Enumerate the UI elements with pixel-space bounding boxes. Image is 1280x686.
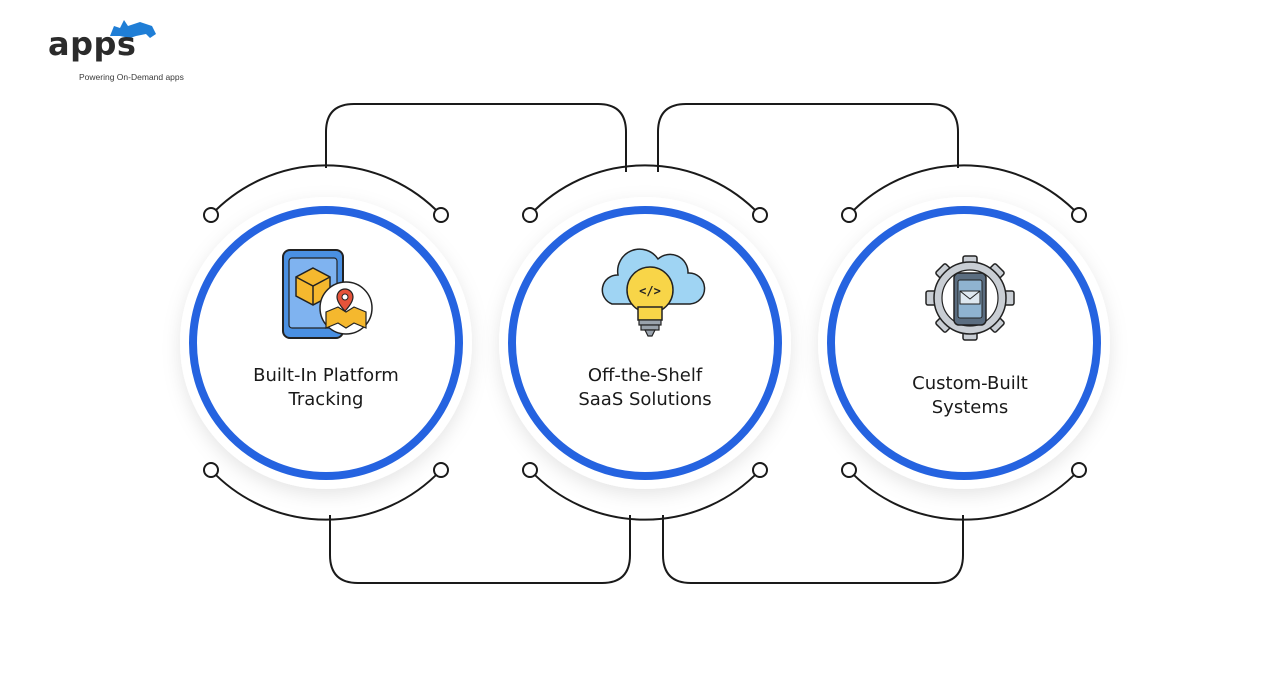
node-label-built-in-tracking: Built-In Platform Tracking bbox=[226, 364, 426, 412]
arc-bottom bbox=[848, 469, 1080, 521]
node-label-line2: Systems bbox=[931, 397, 1009, 418]
connector-dot bbox=[433, 207, 449, 223]
node-ring bbox=[189, 206, 463, 480]
connector-dot bbox=[841, 207, 857, 223]
connector-dot bbox=[1071, 462, 1087, 478]
phone-package-location-icon bbox=[282, 249, 373, 339]
node-custom-built bbox=[818, 164, 1110, 521]
node-built-in-tracking bbox=[180, 164, 472, 521]
cloud-lightbulb-code-icon: </> bbox=[601, 248, 706, 337]
connector-dot bbox=[752, 462, 768, 478]
brand-name: apps bbox=[48, 25, 137, 63]
node-label-custom-built: Custom-Built Systems bbox=[870, 372, 1070, 420]
node-label-line1: Off-the-Shelf bbox=[587, 365, 703, 386]
connector-dot bbox=[203, 207, 219, 223]
connector-dot bbox=[752, 207, 768, 223]
brand-logo: apps Powering On-Demand apps bbox=[48, 14, 218, 86]
arc-bottom bbox=[210, 469, 442, 521]
node-off-the-shelf-saas: </> bbox=[499, 164, 791, 521]
connector-dot bbox=[1071, 207, 1087, 223]
node-ring bbox=[508, 206, 782, 480]
connector-dot bbox=[522, 207, 538, 223]
node-label-off-the-shelf-saas: Off-the-Shelf SaaS Solutions bbox=[545, 364, 745, 412]
node-ring bbox=[827, 206, 1101, 480]
connector-bottom-2-3 bbox=[662, 515, 964, 584]
arc-top bbox=[848, 164, 1080, 216]
connector-dot bbox=[203, 462, 219, 478]
node-label-line2: Tracking bbox=[288, 389, 364, 410]
connector-dot bbox=[841, 462, 857, 478]
arc-bottom bbox=[529, 469, 761, 521]
connector-top-2-3 bbox=[657, 103, 959, 172]
brand-tagline: Powering On-Demand apps bbox=[79, 72, 184, 82]
node-label-line2: SaaS Solutions bbox=[578, 389, 712, 410]
connector-top-1-2 bbox=[325, 103, 627, 172]
arc-top bbox=[210, 164, 442, 216]
node-label-line1: Custom-Built bbox=[912, 373, 1028, 394]
connector-bottom-1-2 bbox=[329, 515, 631, 584]
node-label-line1: Built-In Platform bbox=[253, 365, 399, 386]
connector-dot bbox=[522, 462, 538, 478]
svg-text:</>: </> bbox=[639, 284, 661, 298]
gear-phone-email-icon bbox=[925, 255, 1015, 341]
arc-top bbox=[529, 164, 761, 216]
rhino-icon bbox=[110, 20, 156, 38]
connector-dot bbox=[433, 462, 449, 478]
